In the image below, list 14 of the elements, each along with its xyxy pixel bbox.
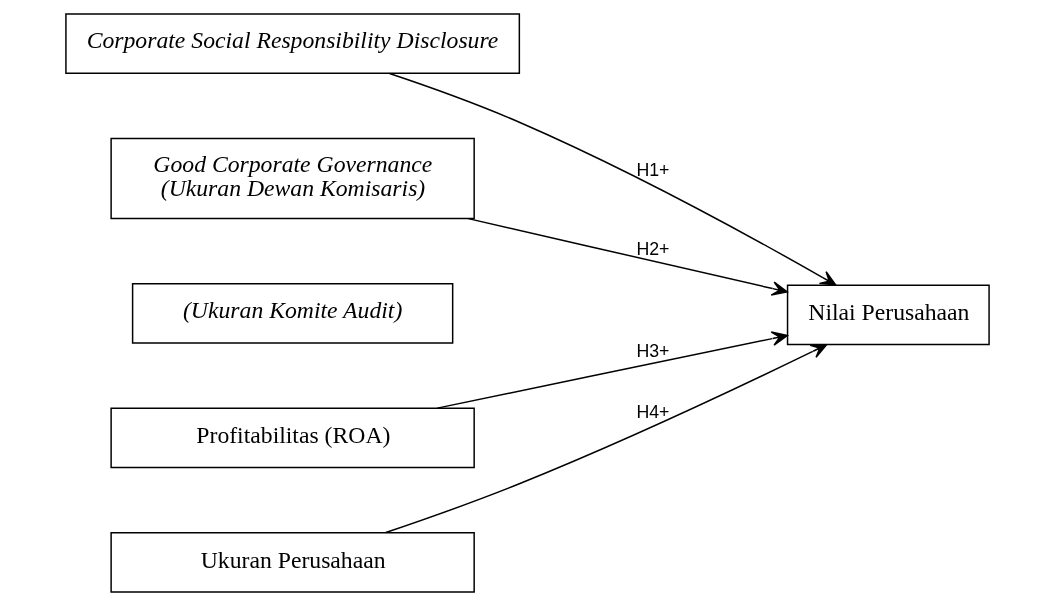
node-box: Good Corporate Governance (Ukuran Dewan Komisaris) [110, 137, 475, 220]
node-box: Corporate Social Responsibility Disclosure [65, 13, 521, 75]
arrow [388, 72, 837, 286]
arrow [467, 217, 788, 296]
arrow [436, 331, 788, 409]
node-box: Nilai Perusahaan [786, 284, 990, 346]
arrow [385, 344, 828, 534]
node-box: Profitabilitas (ROA) [110, 407, 475, 469]
edge-label: H4+ [636, 401, 670, 422]
edge-label: H3+ [636, 341, 670, 362]
node-box: Ukuran Perusahaan [110, 531, 475, 593]
edge-label: H2+ [636, 238, 670, 259]
edge-label: H1+ [636, 160, 670, 181]
node-box: (Ukuran Komite Audit) [131, 283, 454, 344]
